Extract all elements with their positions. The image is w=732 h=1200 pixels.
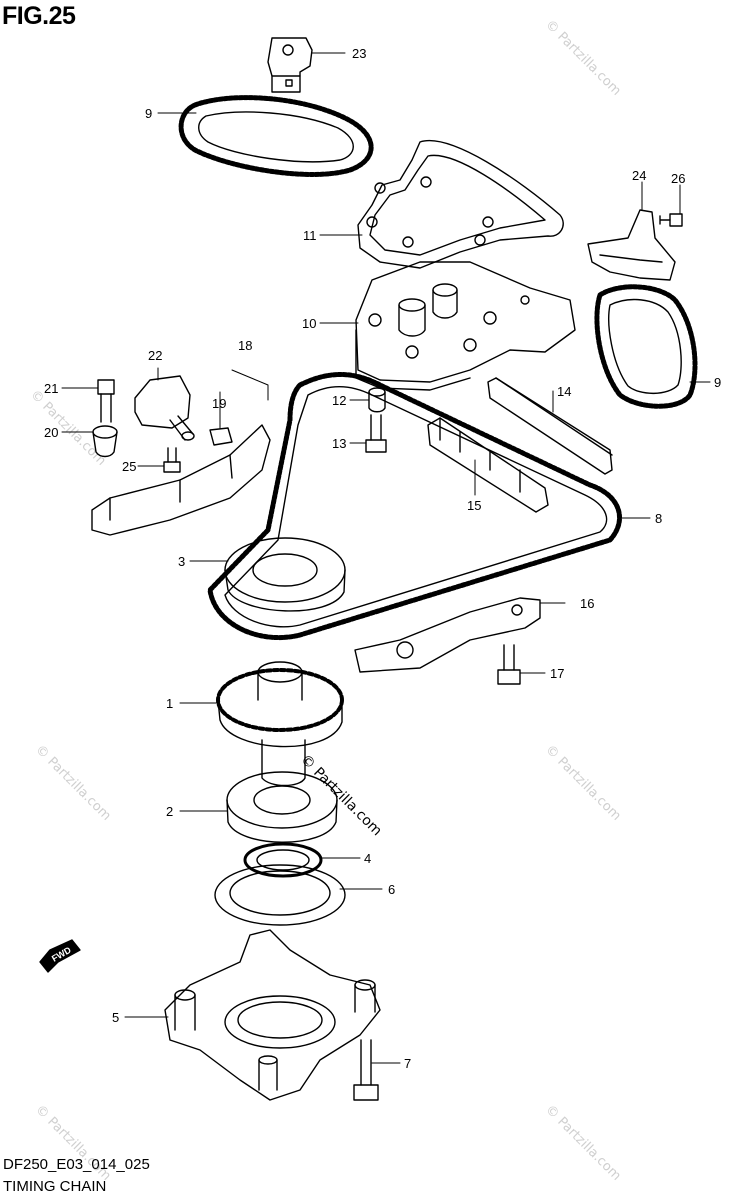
callout-19: 19 xyxy=(212,396,226,411)
callout-26: 26 xyxy=(671,171,685,186)
part-6-gasket xyxy=(214,864,346,926)
part-11-gasket xyxy=(357,140,564,269)
part-5-housing xyxy=(164,929,381,1101)
part-2-bearing xyxy=(226,771,338,843)
callout-18: 18 xyxy=(238,338,252,353)
watermark-text: © Partzilla.com xyxy=(542,742,624,824)
part-19-clip xyxy=(209,427,233,446)
callout-3: 3 xyxy=(178,554,185,569)
part-8-main-chain xyxy=(207,372,622,641)
part-12-dowel xyxy=(368,387,386,413)
part-17-bolt xyxy=(497,644,521,685)
callout-15: 15 xyxy=(467,498,481,513)
part-18-guide xyxy=(91,424,271,536)
callout-22: 22 xyxy=(148,348,162,363)
diagram-code: DF250_E03_014_025 xyxy=(3,1156,150,1173)
part-20-collar xyxy=(92,425,118,458)
callout-24: 24 xyxy=(632,168,646,183)
callout-8: 8 xyxy=(655,511,662,526)
callout-12: 12 xyxy=(332,393,346,408)
part-9-upper-chain xyxy=(178,95,374,177)
callout-4: 4 xyxy=(364,851,371,866)
callout-21: 21 xyxy=(44,381,58,396)
watermark-text: © Partzilla.com xyxy=(542,1102,624,1184)
callout-13: 13 xyxy=(332,436,346,451)
callout-9-right: 9 xyxy=(714,375,721,390)
callout-25: 25 xyxy=(122,459,136,474)
callout-10: 10 xyxy=(302,316,316,331)
callout-17: 17 xyxy=(550,666,564,681)
part-10-housing xyxy=(355,261,576,391)
callout-14: 14 xyxy=(557,384,571,399)
callout-11: 11 xyxy=(303,228,317,243)
callout-2: 2 xyxy=(166,804,173,819)
part-25-bolt xyxy=(163,447,181,473)
callout-5: 5 xyxy=(112,1010,119,1025)
callout-7: 7 xyxy=(404,1056,411,1071)
part-13-bolt xyxy=(365,414,387,453)
callout-9-upper: 9 xyxy=(145,106,152,121)
part-1-gear xyxy=(216,661,344,787)
part-15-guide xyxy=(427,417,549,513)
callout-16: 16 xyxy=(580,596,594,611)
part-9-right-chain xyxy=(594,284,698,409)
watermark-text: © Partzilla.com xyxy=(32,742,114,824)
watermark-group: © Partzilla.com © Partzilla.com © Partzi… xyxy=(27,17,624,1184)
diagram-name: TIMING CHAIN xyxy=(3,1178,107,1195)
part-7-bolt xyxy=(353,1039,379,1101)
part-24-tensioner xyxy=(587,209,676,281)
forward-arrow-icon: FWD xyxy=(39,939,81,973)
callout-20: 20 xyxy=(44,425,58,440)
part-23-tensioner xyxy=(267,37,313,93)
watermark-text: © Partzilla.com xyxy=(297,752,385,840)
part-22-tensioner-body xyxy=(134,375,195,441)
leader-lines xyxy=(61,52,711,1064)
part-4-seal xyxy=(243,842,323,878)
callout-23: 23 xyxy=(352,46,366,61)
part-21-bolt xyxy=(97,379,115,423)
figure-title: FIG.25 xyxy=(2,2,76,30)
callout-1: 1 xyxy=(166,696,173,711)
part-26-bolt xyxy=(659,213,683,227)
part-14-guide xyxy=(487,377,613,475)
part-16-guide xyxy=(354,597,541,673)
part-3-bearing xyxy=(224,537,346,612)
callout-labels: 1 2 3 4 5 6 7 8 9 9 10 11 12 13 14 15 16… xyxy=(44,46,721,1071)
watermark-text: © Partzilla.com xyxy=(542,17,624,99)
callout-6: 6 xyxy=(388,882,395,897)
